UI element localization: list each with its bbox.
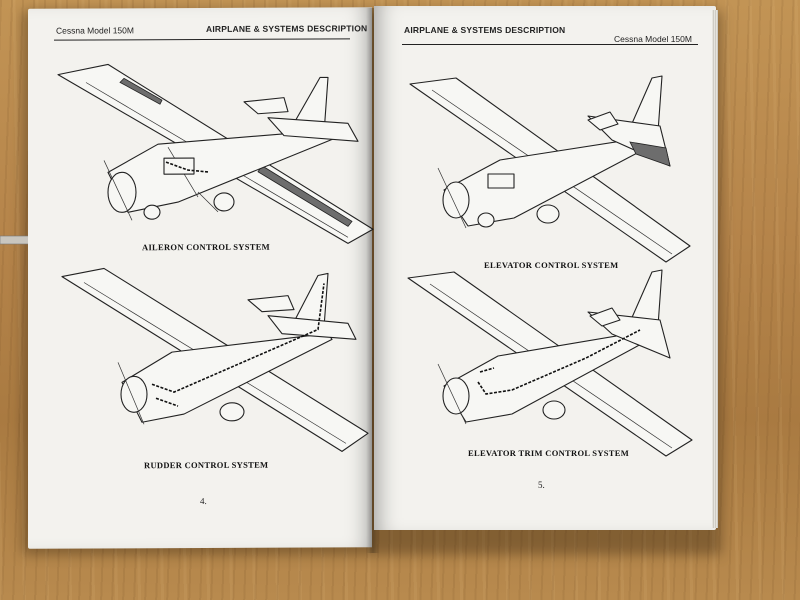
left-header-model: Cessna Model 150M (56, 25, 134, 36)
elevator-trim-system-drawing (407, 269, 693, 457)
left-header-rule (54, 38, 350, 41)
right-page-edge (712, 10, 718, 528)
left-page: Cessna Model 150M AIRPLANE & SYSTEMS DES… (28, 7, 374, 549)
right-page: AIRPLANE & SYSTEMS DESCRIPTION Cessna Mo… (374, 6, 716, 530)
caption-elevator: ELEVATOR CONTROL SYSTEM (484, 260, 619, 270)
right-header-title: AIRPLANE & SYSTEMS DESCRIPTION (404, 25, 566, 35)
right-page-number: 5. (538, 480, 545, 490)
right-header-rule (402, 44, 698, 45)
aileron-system-drawing (57, 63, 374, 244)
caption-rudder: RUDDER CONTROL SYSTEM (144, 459, 269, 471)
caption-aileron: AILERON CONTROL SYSTEM (142, 241, 270, 253)
elevator-system-drawing (409, 75, 691, 263)
caption-elevator-trim: ELEVATOR TRIM CONTROL SYSTEM (468, 448, 630, 458)
left-page-number: 4. (200, 495, 207, 506)
left-header-title: AIRPLANE & SYSTEMS DESCRIPTION (206, 23, 368, 34)
rudder-system-drawing (61, 267, 369, 452)
right-header-model: Cessna Model 150M (614, 34, 692, 44)
